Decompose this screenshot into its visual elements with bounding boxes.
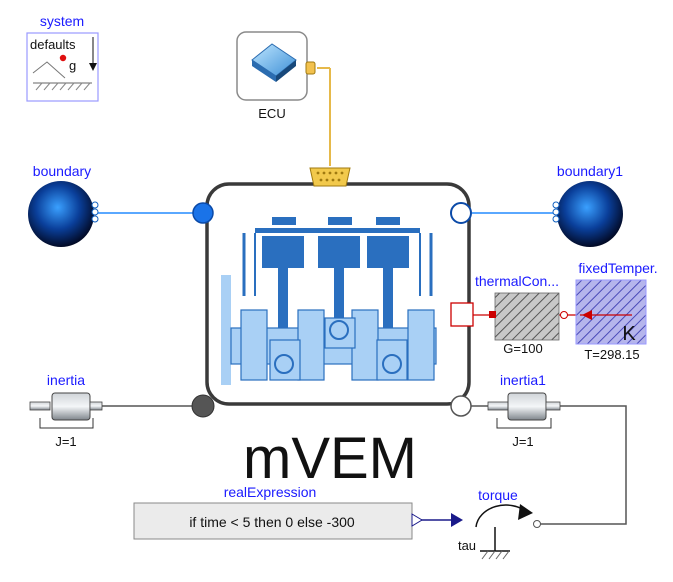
engine-flange-a[interactable] [191,394,215,418]
engine-flange-b[interactable] [450,395,472,417]
fixed-temperature-body-icon [575,279,647,345]
engine-heat-port[interactable] [450,302,474,327]
torque-flange-port[interactable] [533,520,541,528]
boundary-component[interactable]: boundary [28,163,99,247]
thermal-conductor-name: thermalCon... [475,273,559,289]
fixed-temperature-component[interactable]: fixedTemper. K T=298.15 [575,260,658,362]
inertia1-shaft-right-icon [545,401,561,411]
inertia1-component[interactable]: inertia1 J=1 [487,372,561,449]
boundary-port-icon[interactable] [91,201,99,223]
engine-fluid-port-a[interactable] [192,202,214,224]
system-origin-icon [59,54,67,62]
engine-crankshaft-icon [221,275,437,385]
engine-label: mVEM [243,426,417,491]
boundary1-port-icon[interactable] [552,201,560,223]
temperature-arrow-icon [582,310,592,320]
fixed-temperature-param: T=298.15 [584,347,639,362]
real-expression-name: realExpression [224,484,317,500]
chip-side-icon [252,60,276,82]
torque-component[interactable]: torque tau [451,487,541,560]
real-expression-text: if time < 5 then 0 else -300 [189,514,355,530]
system-defaults-text: defaults [30,37,76,52]
thermal-conductor-param: G=100 [503,341,542,356]
torque-arrow-icon [518,504,533,520]
gravity-symbol: g [69,58,76,73]
bus-connector-pins-icon [316,171,344,182]
inertia1-name: inertia1 [500,372,546,388]
boundary-name: boundary [33,163,91,179]
engine-bus-connector[interactable] [309,167,351,187]
thermal-conductor-port-b[interactable] [560,311,568,319]
torque-ground-hatch-icon [481,550,510,560]
torque-input-label: tau [458,538,476,553]
real-expression-output-port[interactable] [411,513,423,527]
thermal-conductor-component[interactable]: thermalCon... G=100 [475,273,568,356]
inertia-cylinder-icon [51,392,91,421]
ecu-bus-port[interactable] [305,61,316,75]
thermal-conductor-port-a[interactable] [489,311,496,318]
gravity-arrow-icon [89,63,97,71]
inertia-shaft-right-icon [89,401,103,411]
chip-side-right-icon [276,60,296,82]
system-name: system [40,13,84,29]
inertia1-cylinder-icon [507,392,547,421]
fixed-temperature-name: fixedTemper. [578,260,657,276]
inertia-name: inertia [47,372,85,388]
system-component[interactable]: system defaults g [26,13,99,102]
boundary1-name: boundary1 [557,163,623,179]
engine-fluid-port-b[interactable] [450,202,472,224]
inertia1-param: J=1 [512,434,533,449]
ground-hatch-icon [35,82,91,91]
ecu-component[interactable]: ECU [236,31,316,121]
boundary-ball-icon [28,181,94,247]
inertia-bracket-icon [39,418,94,429]
inertia-param: J=1 [55,434,76,449]
inertia-shaft-left-icon [29,401,51,411]
torque-name: torque [478,487,518,503]
ecu-label: ECU [258,106,285,121]
boundary1-component[interactable]: boundary1 [552,163,623,247]
torque-flange-connection[interactable] [540,405,627,525]
torque-input-port[interactable] [451,513,463,527]
engine-pistons-icon [242,217,433,348]
boundary1-ball-icon [557,181,623,247]
inertia-component[interactable]: inertia J=1 [29,372,103,449]
inertia1-shaft-left-icon [487,401,509,411]
engine-component[interactable]: mVEM [191,167,474,491]
temperature-unit-symbol: K [622,323,636,345]
thermal-conductor-body-icon [494,292,560,341]
real-expression-component[interactable]: realExpression if time < 5 then 0 else -… [133,484,423,540]
inertia1-bracket-icon [496,418,552,429]
system-axes-icon [32,61,66,79]
